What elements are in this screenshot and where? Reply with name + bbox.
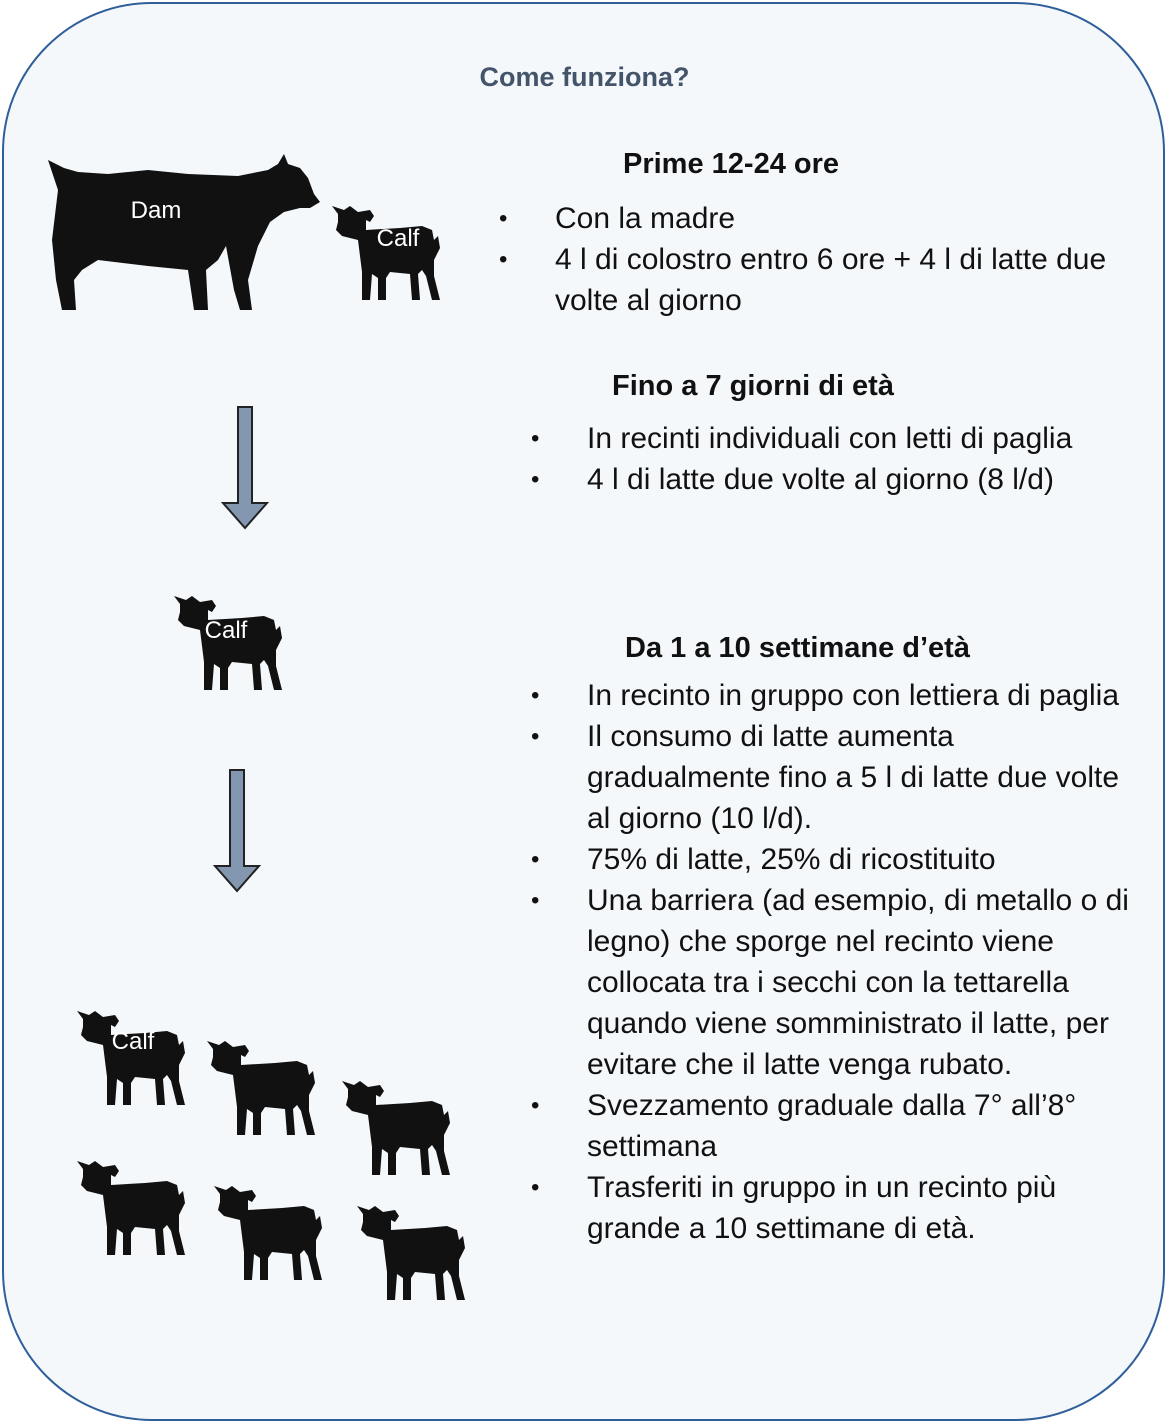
down-arrow-icon [220, 406, 270, 530]
bullet-list: Con la madre 4 l di colostro entro 6 ore… [495, 198, 1135, 321]
list-item: Il consumo di latte aumenta gradualmente… [527, 716, 1137, 839]
calf-silhouette-icon: Calf [332, 206, 440, 300]
list-item: Trasferiti in gruppo in un recinto più g… [527, 1167, 1137, 1249]
calf-label: Calf [377, 225, 420, 252]
section-heading: Da 1 a 10 settimane d’età [625, 632, 970, 664]
list-item: Svezzamento graduale dalla 7° all’8° set… [527, 1085, 1137, 1167]
dam-label: Dam [131, 197, 182, 224]
list-item: 75% di latte, 25% di ricostituito [527, 839, 1137, 880]
calf-silhouette-icon [342, 1081, 450, 1175]
bullet-list: In recinto in gruppo con lettiera di pag… [527, 675, 1137, 1249]
calf-silhouette-icon: Calf [77, 1011, 185, 1105]
calf-silhouette-icon [207, 1041, 315, 1135]
section-heading: Fino a 7 giorni di età [612, 370, 894, 402]
list-item: Una barriera (ad esempio, di metallo o d… [527, 880, 1137, 1085]
calf-label: Calf [205, 617, 248, 644]
calf-silhouette-icon: Calf [174, 596, 282, 690]
calf-silhouette-icon [77, 1161, 185, 1255]
list-item: In recinti individuali con letti di pagl… [527, 418, 1137, 459]
calf-label: Calf [112, 1028, 155, 1055]
cow-silhouette-icon: Dam [48, 154, 320, 310]
list-item: In recinto in gruppo con lettiera di pag… [527, 675, 1137, 716]
list-item: Con la madre [495, 198, 1135, 239]
list-item: 4 l di latte due volte al giorno (8 l/d) [527, 459, 1137, 500]
down-arrow-icon [212, 769, 262, 893]
calf-silhouette-icon [357, 1206, 465, 1300]
section-heading: Prime 12-24 ore [623, 148, 840, 180]
calf-silhouette-icon [214, 1186, 322, 1280]
bullet-list: In recinti individuali con letti di pagl… [527, 418, 1137, 500]
list-item: 4 l di colostro entro 6 ore + 4 l di lat… [495, 239, 1135, 321]
main-title: Come funziona? [479, 62, 690, 92]
